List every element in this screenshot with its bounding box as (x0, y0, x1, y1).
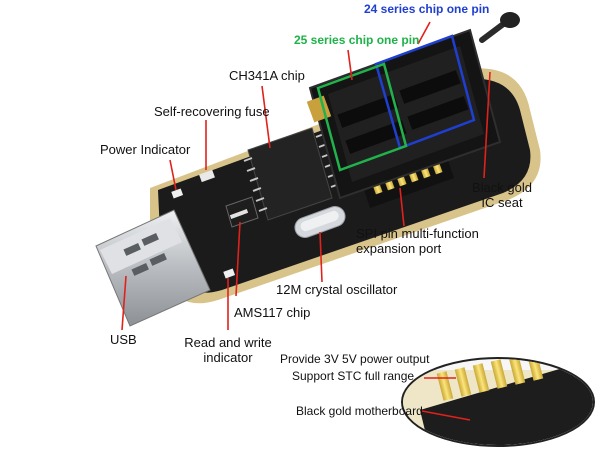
label-ic-seat-line1: Black gold (472, 180, 532, 195)
label-25-series: 25 series chip one pin (294, 33, 420, 47)
leader-usb (121, 275, 127, 331)
label-rw-line2: indicator (203, 350, 253, 365)
label-fuse: Self-recovering fuse (154, 104, 270, 119)
leader-ch341a (261, 85, 271, 149)
frame-24-series (374, 34, 476, 150)
label-spi-port: SPI pin multi-function expansion port (356, 226, 479, 256)
label-crystal: 12M crystal oscillator (276, 282, 398, 297)
label-spi-line1: SPI pin multi-function (356, 226, 479, 241)
label-ch341a: CH341A chip (229, 68, 305, 83)
leader-spi (399, 187, 405, 227)
leader-power (169, 159, 177, 191)
label-rw-line1: Read and write (184, 335, 272, 350)
leader-lines (121, 21, 491, 421)
leader-ams117 (235, 221, 241, 297)
label-motherboard: Black gold motherboard (296, 404, 423, 418)
leader-24 (417, 21, 431, 45)
rw-led (223, 268, 236, 279)
fuse-component (199, 169, 215, 183)
label-power-indicator: Power Indicator (100, 142, 191, 157)
label-rw-indicator: Read and write indicator (180, 335, 276, 365)
zif-socket (306, 12, 520, 200)
label-ams117: AMS117 chip (234, 305, 311, 320)
ams117-chip (225, 196, 259, 228)
leader-ic-seat (483, 71, 491, 179)
label-stc-range: Support STC full range (292, 369, 415, 383)
label-usb: USB (110, 332, 137, 347)
label-power-output: Provide 3V 5V power output (280, 352, 430, 366)
label-24-series: 24 series chip one pin (364, 2, 490, 16)
power-led (171, 188, 184, 199)
crystal-oscillator (294, 206, 346, 238)
label-ic-seat: Black gold IC seat (462, 180, 542, 210)
label-ic-seat-line2: IC seat (481, 195, 523, 210)
frame-25-series (316, 62, 408, 172)
label-spi-line2: expansion port (356, 241, 442, 256)
leader-crystal (319, 231, 323, 283)
detail-zoom (401, 357, 595, 447)
leader-25 (347, 49, 353, 81)
leader-motherboard (421, 410, 471, 421)
